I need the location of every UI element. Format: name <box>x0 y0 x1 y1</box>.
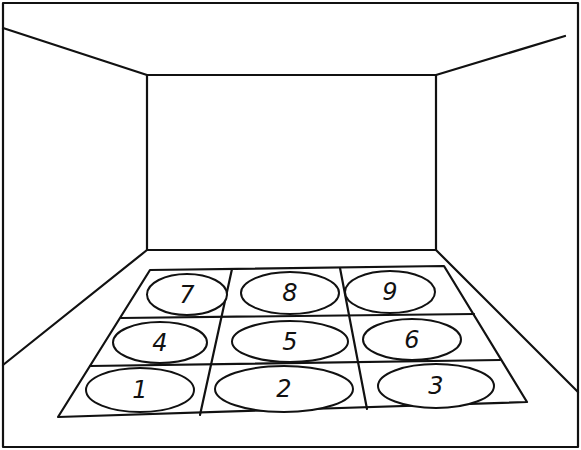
cell-number: 6 <box>404 328 419 352</box>
number-ellipse: 4 <box>112 321 208 364</box>
floor-grid-outline <box>58 266 527 417</box>
back-wall <box>147 75 436 250</box>
cell-number: 1 <box>132 378 147 402</box>
cell-number: 9 <box>382 280 397 304</box>
ceiling-lines <box>3 28 565 75</box>
outer-frame <box>3 3 578 447</box>
number-ellipse: 8 <box>240 271 340 315</box>
text-holder: 2 <box>214 365 354 413</box>
number-ellipse: 2 <box>214 365 354 413</box>
text-holder: 5 <box>231 320 349 363</box>
number-ellipse: 6 <box>362 318 462 361</box>
cell-number: 2 <box>276 377 291 401</box>
text-holder: 1 <box>85 367 195 413</box>
cell-number: 3 <box>428 374 443 398</box>
text-holder: 3 <box>377 363 495 409</box>
number-ellipse: 3 <box>377 363 495 409</box>
text-holder: 8 <box>240 271 340 315</box>
text-holder: 6 <box>362 318 462 361</box>
cell-number: 4 <box>152 331 167 355</box>
text-holder: 4 <box>112 321 208 364</box>
number-ellipse: 9 <box>344 270 436 314</box>
cell-number: 8 <box>282 281 297 305</box>
text-holder: 7 <box>146 273 228 316</box>
text-holder: 9 <box>344 270 436 314</box>
cell-number: 5 <box>282 330 297 354</box>
cell-number: 7 <box>179 283 194 307</box>
number-ellipse: 7 <box>146 273 228 316</box>
number-ellipse: 5 <box>231 320 349 363</box>
number-ellipse: 1 <box>85 367 195 413</box>
